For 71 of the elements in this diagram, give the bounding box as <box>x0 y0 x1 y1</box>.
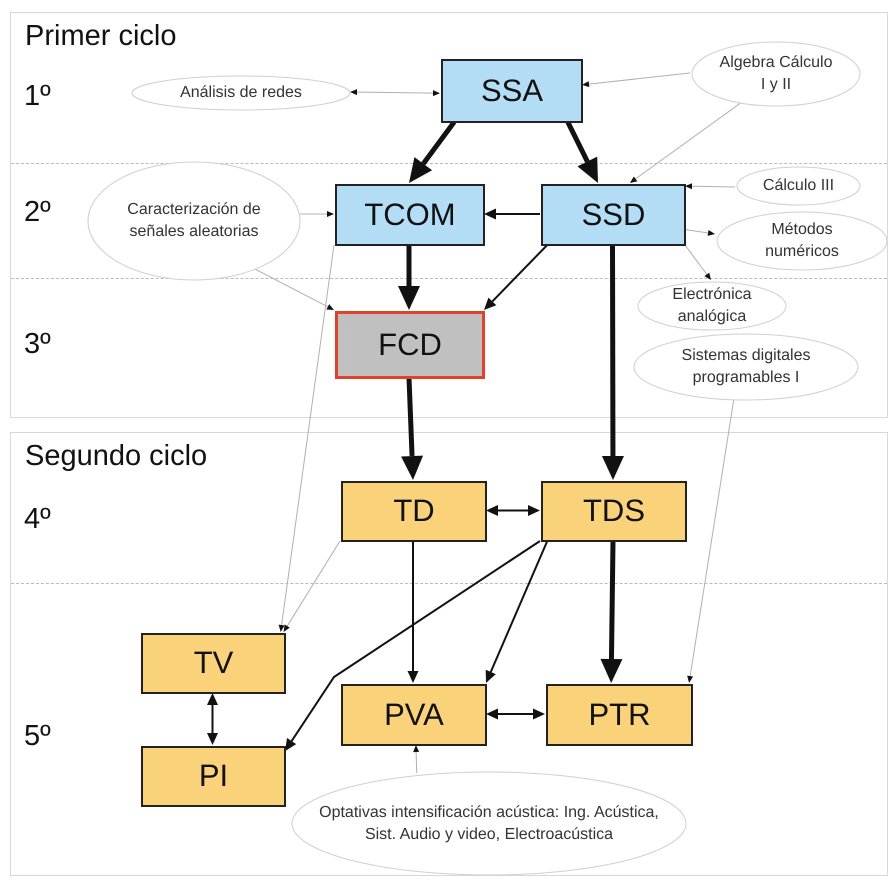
arrow <box>252 268 334 310</box>
arrow <box>486 540 548 683</box>
arrow <box>350 89 440 96</box>
year-label: 3º <box>24 330 51 359</box>
arrow <box>413 745 420 774</box>
arrow <box>278 244 334 632</box>
topic-label: Análisis de redes <box>180 83 302 103</box>
course-code: FCD <box>378 326 442 364</box>
topic-label: Sistemas digitales programables I <box>680 346 812 388</box>
course-code: TCOM <box>364 196 456 234</box>
year-label: 2º <box>24 198 51 227</box>
course-box <box>441 59 583 123</box>
course-box <box>341 684 487 746</box>
course-box <box>541 184 686 246</box>
topic-ellipse <box>633 333 859 401</box>
topic-label: Caracterización de señales aleatorias <box>126 200 262 242</box>
topic-ellipse <box>291 771 687 876</box>
course-box <box>141 746 286 807</box>
course-box <box>335 311 485 379</box>
arrow <box>687 400 734 683</box>
arrow <box>486 708 545 720</box>
course-code: SSA <box>480 72 544 110</box>
course-code: TD <box>393 492 435 530</box>
topic-label: Cálculo III <box>762 176 834 196</box>
course-box <box>335 184 485 246</box>
arrow <box>409 120 456 183</box>
course-box <box>541 481 687 542</box>
year-label: 4º <box>24 505 51 534</box>
cycle-panel <box>10 12 888 418</box>
topic-label: Métodos numéricos <box>764 220 840 262</box>
arrow <box>630 102 742 183</box>
course-box <box>341 481 487 542</box>
arrow <box>582 72 690 88</box>
course-code: PTR <box>588 696 650 734</box>
topic-label: Electrónica analógica <box>671 285 753 327</box>
year-label: 1º <box>24 82 51 111</box>
arrow <box>484 244 548 310</box>
course-box <box>141 633 286 694</box>
cycle-panel <box>10 432 888 876</box>
topic-ellipse <box>637 281 787 331</box>
course-code: PVA <box>384 696 444 734</box>
arrow <box>401 378 424 480</box>
cycle-heading: Segundo ciclo <box>25 439 208 474</box>
arrow <box>684 229 715 236</box>
topic-ellipse <box>736 166 861 206</box>
arrow <box>685 183 736 190</box>
topic-ellipse <box>716 211 888 271</box>
course-code: PI <box>198 757 228 796</box>
arrow <box>408 541 418 683</box>
arrow <box>602 245 624 480</box>
topic-ellipse <box>87 161 301 281</box>
arrow <box>285 540 541 752</box>
course-box <box>546 684 693 746</box>
arrow <box>684 244 711 280</box>
arrow <box>284 540 340 632</box>
course-code: TV <box>194 644 234 682</box>
year-label: 5º <box>24 722 51 751</box>
cycle-heading: Primer ciclo <box>25 19 176 54</box>
course-code: SSD <box>582 196 646 234</box>
arrow <box>566 120 598 183</box>
arrow <box>484 208 540 220</box>
topic-ellipse <box>691 41 861 107</box>
topic-ellipse <box>131 75 351 111</box>
arrow <box>486 505 540 516</box>
topic-label: Algebra Cálculo I y II <box>718 53 834 95</box>
course-code: TDS <box>583 492 645 530</box>
arrow <box>207 693 218 745</box>
arrow <box>300 211 334 217</box>
topic-label: Optativas intensificación acústica: Ing. Acústica, Sist. Audio y video, Electroacústica <box>318 802 660 844</box>
arrow <box>398 245 420 310</box>
arrow <box>600 540 622 683</box>
